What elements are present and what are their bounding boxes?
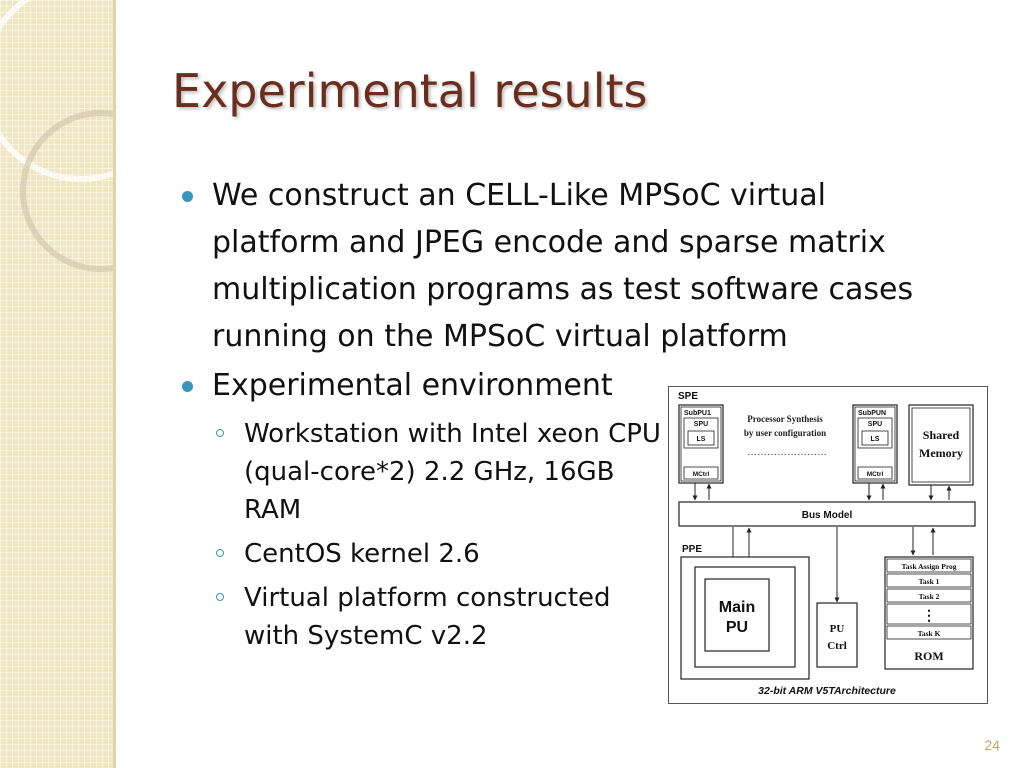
spu-label: SPU xyxy=(694,421,708,428)
sub-bullet-item: CentOS kernel 2.6 xyxy=(212,535,664,573)
sub-bullet-item: Virtual platform constructed with System… xyxy=(212,579,664,655)
pu-ctrl-line2: Ctrl xyxy=(827,640,847,652)
sub-bullet-item: Workstation with Intel xeon CPU (qual-co… xyxy=(212,415,664,529)
sub-bullet-list: Workstation with Intel xeon CPU (qual-co… xyxy=(212,415,980,655)
rom-block: Task Assign Prog Task 1 Task 2 ⋮ Task K … xyxy=(884,556,974,670)
bullet-item: We construct an CELL-Like MPSoC virtual … xyxy=(180,172,957,360)
ring-bullet-icon xyxy=(216,549,224,557)
ring-bullet-icon xyxy=(216,593,224,601)
bullet-list: We construct an CELL-Like MPSoC virtual … xyxy=(180,172,980,655)
task-assign-label: Task Assign Prog xyxy=(901,562,956,571)
task-2-label: Task 2 xyxy=(919,592,940,601)
spu-label: SPU xyxy=(868,421,882,428)
diagram-caption: 32-bit ARM V5TArchitecture xyxy=(758,685,896,697)
slide-title: Experimental results xyxy=(172,64,648,118)
main-pu-inner xyxy=(704,578,770,652)
task-k-label: Task K xyxy=(918,629,941,638)
ring-bullet-icon xyxy=(216,429,224,437)
side-band-edge xyxy=(113,0,116,768)
subpu1-label: SubPU1 xyxy=(684,410,711,417)
task-vdots: ⋮ xyxy=(922,607,936,623)
ls-label: LS xyxy=(697,436,706,443)
bullet-item: Experimental environment Workstation wit… xyxy=(180,362,980,655)
sub-bullet-text: Workstation with Intel xeon CPU (qual-co… xyxy=(244,419,661,525)
bus-model-block xyxy=(678,501,976,527)
task-1-label: Task 1 xyxy=(919,577,940,586)
subpu1-block: SubPU1 SPU LS MCtrl xyxy=(678,404,724,484)
spe-bus-arrows xyxy=(692,483,952,501)
pu-ctrl-block xyxy=(816,602,858,668)
rom-label: ROM xyxy=(914,649,943,663)
sub-bullet-text: Virtual platform constructed with System… xyxy=(244,583,611,651)
ellipsis-dots: …………………… xyxy=(747,447,827,458)
main-pu-line2: PU xyxy=(726,619,748,636)
subpun-block: SubPUN SPU LS MCtrl xyxy=(852,404,898,484)
bullet-text: Experimental environment xyxy=(212,368,613,403)
bus-model-label: Bus Model xyxy=(802,510,853,521)
shared-memory-block: Shared Memory xyxy=(908,404,974,486)
mctrl-label: MCtrl xyxy=(693,471,710,478)
synthesis-text-line1: Processor Synthesis xyxy=(747,414,823,424)
shared-memory-line2: Memory xyxy=(919,446,963,460)
pu-ctrl-line1: PU xyxy=(830,623,845,635)
subpun-label: SubPUN xyxy=(858,410,886,417)
page-number: 24 xyxy=(984,737,1000,753)
synthesis-text-line2: by user configuration xyxy=(744,428,826,438)
sub-bullet-text: CentOS kernel 2.6 xyxy=(244,539,480,569)
bullet-dot-icon xyxy=(182,381,193,392)
ls-label: LS xyxy=(871,436,880,443)
decorative-side-band xyxy=(0,0,113,768)
mctrl-label: MCtrl xyxy=(867,471,884,478)
spe-label: SPE xyxy=(678,391,698,402)
main-pu-line1: Main xyxy=(719,599,755,616)
shared-memory-line1: Shared xyxy=(923,428,960,442)
ppe-label: PPE xyxy=(682,544,702,555)
bullet-dot-icon xyxy=(182,191,193,202)
bullet-text: We construct an CELL-Like MPSoC virtual … xyxy=(212,178,914,354)
architecture-diagram: SPE SubPU1 SPU LS MCtrl Processor Synthe… xyxy=(668,386,988,704)
